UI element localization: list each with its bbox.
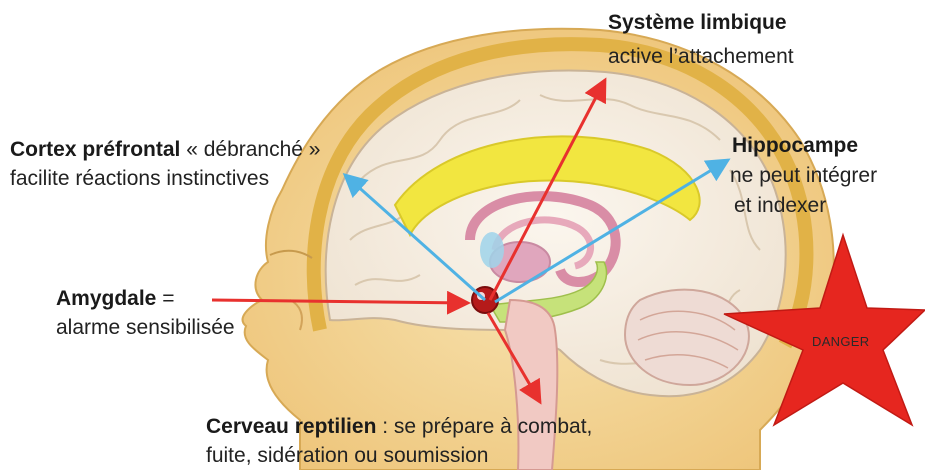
reptilian-desc-line1: : se prépare à combat, [382, 415, 592, 438]
hippocampus-title-label: Hippocampe [732, 133, 858, 159]
prefrontal-title-label: Cortex préfrontal « débranché » [10, 137, 320, 163]
amygdala-title-label: Amygdale = [56, 286, 174, 312]
amygdala-desc-label: alarme sensibilisée [56, 315, 235, 341]
prefrontal-desc-label: facilite réactions instinctives [10, 166, 269, 192]
hippocampus-desc-line1: ne peut intégrer [730, 163, 877, 189]
limbic-system-title-label: Système limbique [608, 10, 787, 36]
danger-badge-text: DANGER [812, 334, 869, 349]
limbic-title: Système limbique [608, 11, 787, 34]
hippocampus-desc-line2: et indexer [734, 193, 826, 219]
hippocampus-title: Hippocampe [732, 134, 858, 157]
prefrontal-inline-desc: « débranché » [186, 138, 320, 161]
reptilian-title-label: Cerveau reptilien : se prépare à combat, [206, 414, 592, 440]
ventricle [480, 232, 504, 268]
reptilian-title: Cerveau reptilien [206, 415, 376, 438]
limbic-system-desc-label: active l’attachement [608, 44, 794, 70]
amygdala-equals: = [162, 287, 174, 310]
reptilian-desc-line2: fuite, sidération ou soumission [206, 443, 489, 469]
amygdala-title: Amygdale [56, 287, 156, 310]
prefrontal-title: Cortex préfrontal [10, 138, 180, 161]
